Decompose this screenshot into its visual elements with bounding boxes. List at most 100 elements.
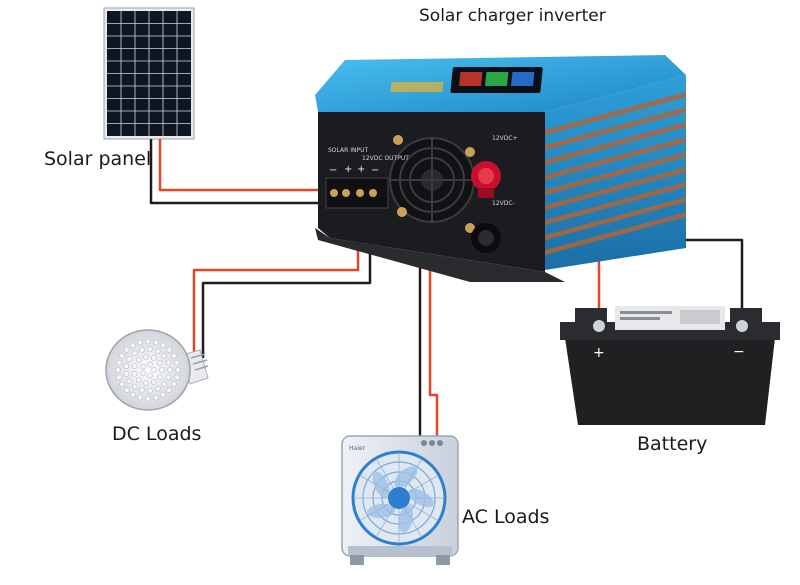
led bbox=[174, 374, 180, 381]
led bbox=[171, 381, 177, 388]
fan-grill bbox=[354, 453, 444, 543]
led bbox=[130, 342, 136, 349]
solar-cells bbox=[107, 11, 191, 136]
copper-stripe bbox=[545, 137, 686, 180]
led bbox=[161, 381, 168, 387]
led bbox=[152, 394, 159, 401]
led bbox=[137, 394, 144, 401]
copper-stripe bbox=[545, 122, 686, 165]
led bbox=[140, 363, 147, 370]
led bbox=[166, 387, 173, 394]
led bbox=[116, 359, 122, 366]
led bbox=[135, 357, 142, 363]
led bbox=[126, 356, 133, 362]
led bbox=[131, 383, 138, 390]
led bbox=[123, 387, 130, 394]
led bbox=[135, 377, 142, 383]
led bbox=[116, 374, 122, 381]
battery: + − bbox=[560, 306, 780, 425]
led bbox=[123, 370, 130, 377]
positive-terminal-label: 12VDC+ bbox=[492, 135, 518, 142]
ac-loads-label: AC Loads bbox=[462, 506, 550, 528]
solar-wire-red bbox=[158, 139, 333, 192]
led bbox=[171, 352, 177, 359]
led bbox=[115, 367, 121, 373]
dc-loads-label: DC Loads bbox=[112, 423, 202, 445]
led bbox=[143, 380, 149, 387]
copper-stripe bbox=[545, 107, 686, 150]
copper-stripe bbox=[545, 182, 686, 225]
positive-battery-terminal bbox=[471, 161, 501, 198]
screw bbox=[393, 135, 403, 145]
led bbox=[161, 353, 168, 359]
led bbox=[167, 367, 173, 373]
solar-panel bbox=[103, 7, 195, 140]
copper-stripe bbox=[545, 197, 686, 240]
led bbox=[131, 363, 138, 370]
battery-label: Battery bbox=[637, 433, 708, 455]
terminal-sign: − bbox=[371, 165, 379, 176]
terminal-sign: − bbox=[329, 165, 337, 176]
led bbox=[166, 346, 173, 353]
led bbox=[145, 395, 151, 402]
led bbox=[165, 374, 172, 381]
led bbox=[146, 361, 153, 368]
led bbox=[152, 339, 159, 346]
fan-blade bbox=[372, 471, 390, 499]
screw bbox=[465, 147, 475, 157]
led bbox=[119, 352, 125, 359]
fan-blade bbox=[394, 466, 418, 488]
led bbox=[147, 346, 153, 353]
fan-blade bbox=[367, 503, 396, 519]
solar-input-label: SOLAR INPUT bbox=[328, 147, 368, 154]
led bbox=[145, 338, 151, 345]
copper-stripe bbox=[545, 167, 686, 210]
led bbox=[143, 353, 149, 360]
led-array bbox=[115, 338, 181, 402]
battery-plus: + bbox=[593, 345, 605, 361]
led bbox=[123, 363, 130, 370]
led bbox=[140, 370, 147, 377]
screw bbox=[397, 207, 407, 217]
led bbox=[146, 372, 153, 379]
copper-stripe bbox=[545, 92, 686, 135]
led-bulb bbox=[105, 329, 209, 411]
led bbox=[165, 359, 172, 366]
box-fan: Haier bbox=[341, 435, 459, 565]
inverter-foot bbox=[315, 228, 565, 282]
led bbox=[156, 374, 163, 381]
ac-wire-red bbox=[428, 262, 439, 436]
led bbox=[159, 367, 165, 373]
led bbox=[174, 359, 180, 366]
copper-stripes bbox=[545, 92, 686, 255]
terminal-sign: + bbox=[357, 164, 365, 175]
led bbox=[160, 391, 166, 398]
led bbox=[154, 385, 161, 392]
inverter-label: Solar charger inverter bbox=[419, 6, 606, 26]
led bbox=[160, 342, 166, 349]
led bbox=[154, 348, 161, 355]
led bbox=[126, 378, 133, 384]
led bbox=[151, 367, 157, 373]
fan-blade bbox=[398, 505, 414, 533]
led bbox=[131, 370, 138, 377]
terminal-sign: + bbox=[344, 164, 352, 175]
fan-brand: Haier bbox=[349, 445, 366, 452]
screw bbox=[465, 223, 475, 233]
copper-stripe bbox=[545, 212, 686, 255]
inverter: SOLAR INPUT 12VDC OUTPUT − + + − 12VDC+ … bbox=[315, 55, 686, 282]
battery-minus: − bbox=[733, 344, 745, 360]
led bbox=[147, 387, 153, 394]
solar-panel-label: Solar panel bbox=[44, 148, 152, 170]
led bbox=[156, 359, 163, 366]
solar-wire-black bbox=[149, 139, 345, 205]
led bbox=[139, 346, 145, 353]
led bbox=[131, 350, 138, 357]
led bbox=[119, 381, 125, 388]
negative-terminal-label: 12VDC- bbox=[492, 200, 515, 207]
led bbox=[130, 391, 136, 398]
dc-terminal-block bbox=[325, 177, 389, 209]
led bbox=[123, 346, 130, 353]
